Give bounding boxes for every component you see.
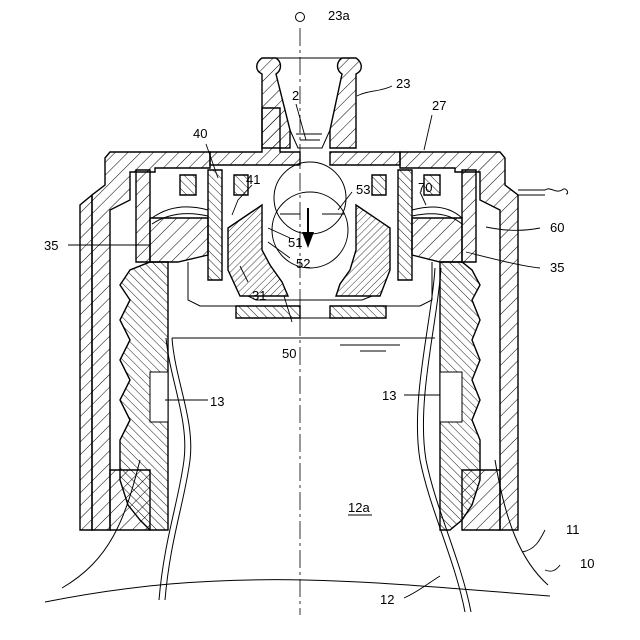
label-23: 23	[396, 76, 410, 91]
flow-arrow	[302, 208, 314, 248]
label-11: 11	[566, 522, 580, 537]
label-35-left: 35	[44, 238, 58, 253]
label-50: 50	[282, 346, 296, 361]
label-12: 12	[380, 592, 394, 607]
label-35-right: 35	[550, 260, 564, 275]
label-52: 52	[296, 256, 310, 271]
neck-threads	[110, 262, 500, 530]
label-10: 10	[580, 556, 594, 571]
label-27: 27	[432, 98, 446, 113]
side-flange	[518, 189, 568, 195]
inner-container-12	[159, 268, 471, 612]
label-70: 70	[418, 180, 432, 195]
label-2: 2	[292, 88, 299, 103]
label-41: 41	[246, 172, 260, 187]
label-60: 60	[550, 220, 564, 235]
label-53: 53	[356, 182, 370, 197]
label-13-left: 13	[210, 394, 224, 409]
label-13-right: 13	[382, 388, 396, 403]
label-12a: 12a	[348, 500, 370, 515]
label-23a: 23a	[328, 8, 350, 23]
label-31: 31	[252, 288, 266, 303]
ball-valve-52	[272, 162, 348, 268]
label-40: 40	[193, 126, 207, 141]
label-51: 51	[288, 235, 302, 250]
